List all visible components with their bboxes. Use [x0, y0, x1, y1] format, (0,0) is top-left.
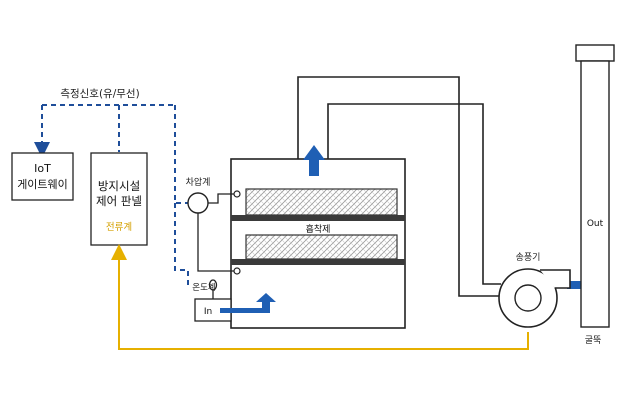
- blower-label: 송풍기: [516, 252, 541, 263]
- thermometer-label: 온도계: [192, 282, 215, 293]
- control-panel-line2: 제어 판넬: [96, 194, 142, 208]
- chimney-label: 굴뚝: [585, 335, 602, 346]
- outlet-label: Out: [587, 219, 604, 229]
- chimney: Out 굴뚝: [575, 44, 615, 346]
- duct: [297, 76, 501, 297]
- iot-gateway-line2: 게이트웨이: [17, 178, 68, 191]
- pressure-port-lower: [233, 267, 241, 275]
- iot-gateway-box: IoT 게이트웨이: [11, 152, 74, 201]
- adsorption-tower: 흡착제: [230, 158, 406, 329]
- blower: 송풍기: [498, 252, 571, 328]
- control-panel-box: 방지시설 제어 판넬 전류계: [90, 152, 148, 246]
- pressure-gauge: 차압계: [186, 176, 234, 272]
- signal-label: 측정신호(유/무선): [60, 88, 139, 100]
- adsorbent-bed-upper: [245, 188, 398, 216]
- ammeter-label: 전류계: [106, 221, 132, 233]
- inlet-flow-arrow: [220, 293, 276, 313]
- outlet-up-arrow: [303, 145, 325, 176]
- signal-lines: [34, 104, 189, 285]
- current-signal-line: [111, 244, 529, 350]
- inlet: In: [194, 298, 232, 322]
- adsorbent-label: 흡착제: [306, 223, 331, 235]
- control-panel-line1: 방지시설: [98, 179, 140, 193]
- adsorbent-bed-lower: [245, 234, 398, 260]
- pressure-port-upper: [233, 190, 241, 198]
- inlet-label: In: [204, 307, 212, 317]
- iot-gateway-line1: IoT: [34, 162, 51, 175]
- pressure-gauge-label: 차압계: [186, 176, 211, 188]
- thermometer: 온도계: [192, 279, 218, 300]
